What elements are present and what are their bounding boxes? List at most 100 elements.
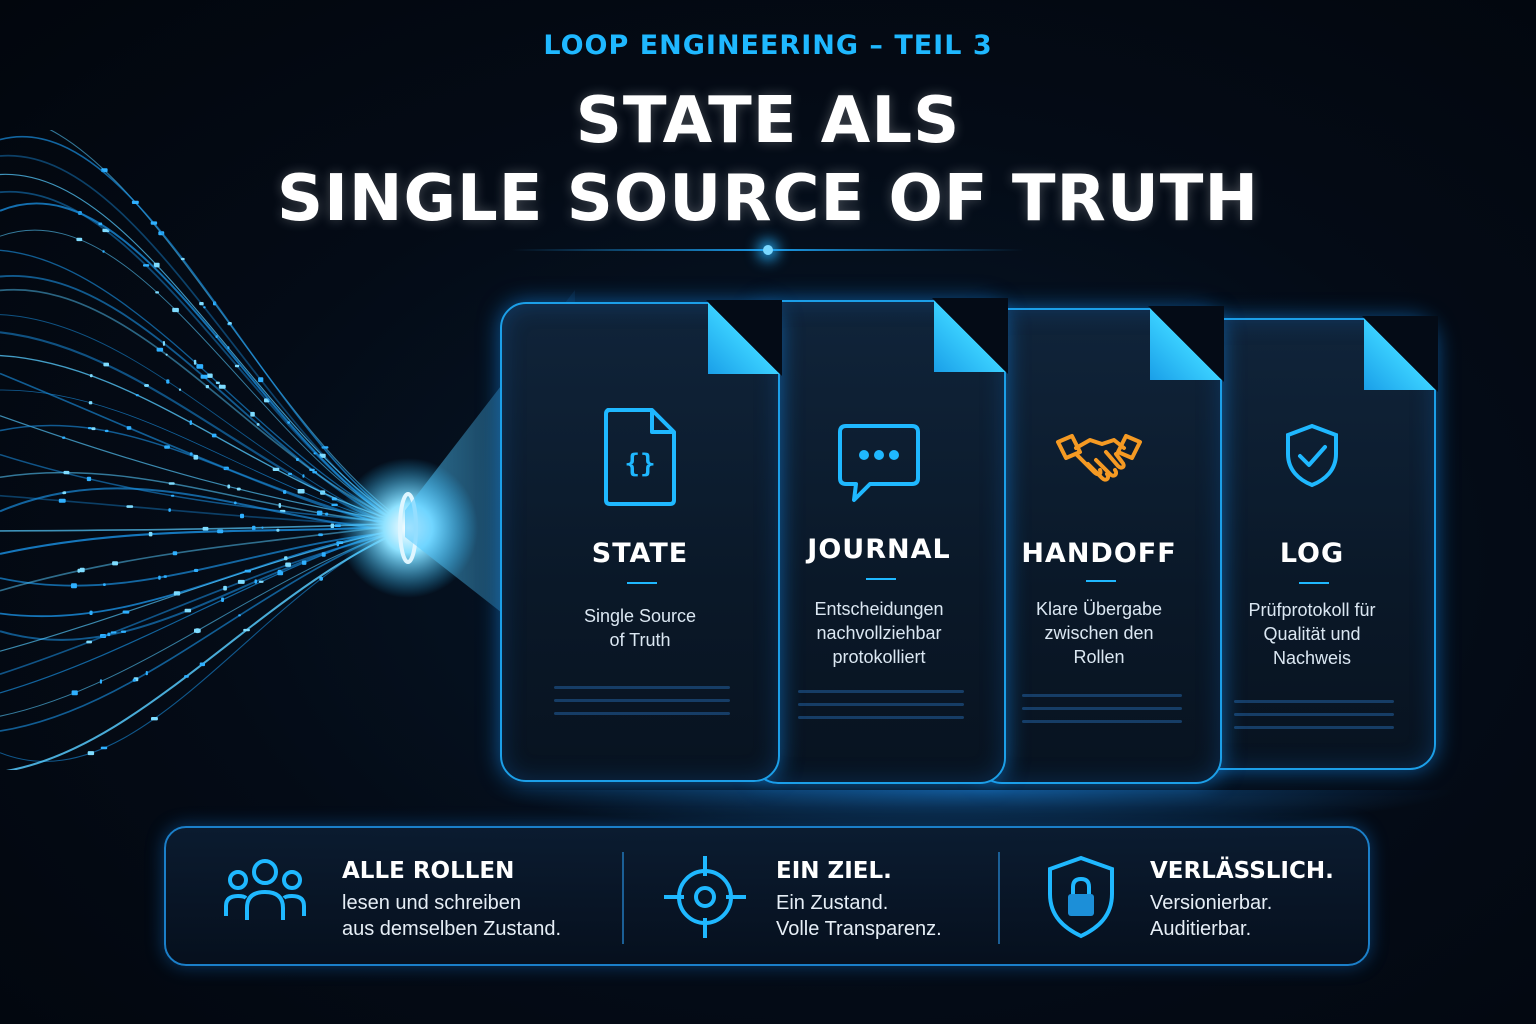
feature-roles: ALLE ROLLEN lesen und schreiben aus dems… (166, 828, 622, 964)
stream-line (5, 527, 409, 770)
stream-particle (318, 533, 323, 537)
code-file-icon: {} (502, 404, 778, 512)
stream-line (0, 173, 409, 527)
stream-particle (321, 552, 326, 557)
stream-particle (158, 575, 161, 580)
stream-particle (202, 526, 209, 531)
card-title: STATE (591, 538, 689, 569)
data-stream-graphic (0, 130, 478, 770)
stream-particle (99, 679, 102, 684)
stream-particle (145, 671, 148, 676)
stream-particle (297, 489, 305, 494)
card-title: HANDOFF (1021, 538, 1177, 569)
stream-particle (196, 364, 204, 369)
stream-particle (88, 401, 93, 405)
stream-particle (178, 388, 182, 391)
stream-particle (302, 474, 305, 478)
stream-particle (162, 341, 165, 346)
stream-particle (288, 472, 293, 475)
stream-particle (203, 306, 206, 309)
stream-particle (215, 335, 218, 338)
stream-particle (79, 567, 85, 573)
stream-particle (184, 675, 189, 678)
stream-particle (193, 359, 197, 365)
stream-particle (199, 662, 205, 667)
stream-particle (195, 628, 200, 634)
stream-particle (164, 445, 170, 449)
stream-particle (276, 528, 280, 532)
stream-particle (272, 467, 280, 471)
stream-particle (278, 503, 281, 508)
stream-particle (283, 490, 287, 494)
stream-particle (237, 579, 245, 584)
stream-particle (227, 484, 231, 489)
stream-particle (87, 427, 92, 430)
title-line-2: SINGLE SOURCE OF TRUTH (276, 162, 1260, 236)
stream-line (0, 229, 409, 528)
stream-particle (89, 610, 93, 615)
stream-particle (86, 640, 92, 644)
stream-line (49, 130, 409, 525)
stream-particle (205, 385, 209, 389)
stream-particle (131, 200, 139, 204)
glow-floor (480, 790, 1460, 830)
stream-particle (165, 353, 168, 356)
card-log: LOG Prüfprotokoll für Qualität und Nachw… (1188, 316, 1438, 770)
target-icon (662, 854, 748, 944)
stream-particle (168, 508, 171, 512)
stream-particle (166, 379, 170, 384)
stream-particle (132, 678, 136, 682)
stream-particle (256, 423, 260, 426)
stream-particle (236, 487, 241, 491)
stream-particle (77, 568, 81, 573)
stream-particle (103, 362, 109, 367)
stream-particle (199, 302, 204, 306)
svg-text:{}: {} (624, 449, 655, 479)
stream-particle (228, 322, 232, 325)
stream-particle (215, 381, 220, 384)
stream-particle (98, 222, 103, 226)
stream-particle (172, 307, 179, 313)
stream-particle (258, 377, 264, 383)
stream-particle (207, 373, 213, 378)
stream-particle (155, 291, 159, 294)
title-line-1: STATE ALS (575, 84, 961, 158)
stream-particle (331, 503, 338, 507)
stream-particle (189, 420, 192, 425)
stream-particle (104, 429, 109, 433)
stream-particle (194, 568, 199, 572)
stream-particle (238, 614, 241, 617)
stream-particle (100, 746, 108, 750)
stream-particle (180, 257, 185, 261)
stream-particle (58, 498, 66, 503)
stream-particle (336, 541, 339, 547)
stream-particle (153, 262, 160, 268)
stream-particle (325, 512, 329, 516)
feature-goal: EIN ZIEL. Ein Zustand. Volle Transparenz… (624, 828, 998, 964)
card-state: {} STATE Single Source of Truth (500, 300, 782, 782)
card-handoff: HANDOFF Klare Übergabe zwischen den Roll… (976, 306, 1224, 784)
feature-reliable: VERLÄSSLICH. Versionierbar. Auditierbar. (1000, 828, 1368, 964)
feature-text: Ein Zustand. Volle Transparenz. (776, 892, 942, 940)
stream-line (0, 202, 409, 530)
handshake-icon (978, 426, 1220, 500)
stream-particle (250, 411, 255, 417)
stream-particle (135, 394, 139, 397)
stream-particle (122, 610, 130, 614)
stream-particle (316, 510, 323, 516)
stream-particle (168, 482, 175, 485)
stream-particle (144, 384, 149, 387)
stream-particle (151, 717, 158, 721)
stream-particle (112, 561, 118, 566)
stream-particle (156, 347, 164, 352)
stream-particle (63, 470, 70, 475)
stream-particle (211, 433, 217, 438)
stream-particle (258, 580, 264, 583)
feature-title: VERLÄSSLICH. (1150, 858, 1334, 884)
card-description: Klare Übergabe zwischen den Rollen (1035, 599, 1163, 667)
stream-particle (234, 364, 240, 368)
stream-particle (102, 250, 105, 253)
stream-particle (221, 597, 224, 602)
stream-particle (243, 628, 250, 632)
stream-particle (62, 436, 66, 439)
